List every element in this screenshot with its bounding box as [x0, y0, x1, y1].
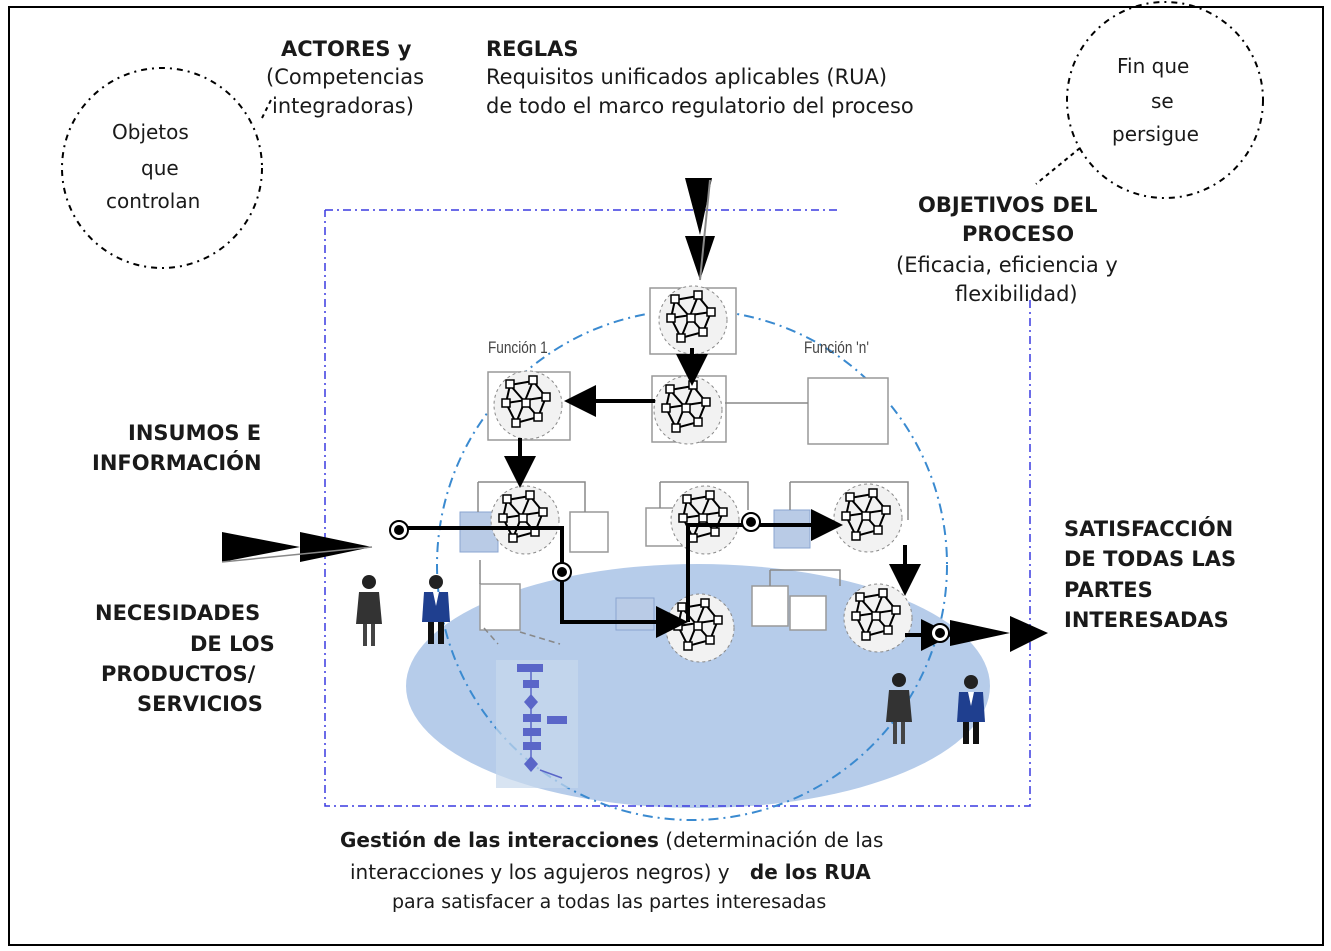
footer-line2: interacciones y los agujeros negros) y d… — [350, 860, 871, 885]
bubble-right-line1: Fin que — [1117, 54, 1190, 78]
bubble-right-outline — [1066, 1, 1264, 199]
diagram-frame — [8, 6, 1324, 946]
bubble-right-line3: persigue — [1112, 122, 1199, 146]
bubble-left-line1: Objetos — [112, 120, 189, 144]
satisfaccion-line4: INTERESADAS — [1064, 608, 1229, 632]
satisfaccion-line3: PARTES — [1064, 578, 1153, 602]
necesidades-line1: NECESIDADES — [95, 601, 261, 625]
objetivos-title1: OBJETIVOS DEL — [918, 193, 1098, 217]
footer-bold2: de los RUA — [749, 860, 871, 884]
objetivos-line1: (Eficacia, eficiencia y — [896, 253, 1118, 277]
actores-line1: (Competencias — [266, 65, 425, 89]
bubble-right-line2: se — [1151, 89, 1174, 113]
reglas-title: REGLAS — [486, 37, 579, 61]
objetivos-line2: flexibilidad) — [955, 282, 1078, 306]
process-circle — [436, 309, 948, 821]
process-boundary — [324, 209, 1031, 807]
satisfaccion-line2: DE TODAS LAS — [1064, 547, 1237, 571]
insumos-line2: INFORMACIÓN — [92, 451, 262, 475]
footer-line1: Gestión de las interacciones (determinac… — [340, 828, 883, 853]
flowchart-glyph — [496, 660, 578, 788]
necesidades-line3: PRODUCTOS/ — [101, 662, 256, 686]
reglas-line1: Requisitos unificados aplicables (RUA) — [486, 65, 888, 89]
insumos-line1: INSUMOS E — [128, 421, 262, 445]
objetivos-title2: PROCESO — [962, 222, 1075, 246]
bubble-left-outline — [61, 67, 263, 269]
footer-normal2: interacciones y los agujeros negros) y — [350, 860, 736, 884]
footer-line3: para satisfacer a todas las partes inter… — [392, 891, 827, 913]
reglas-line2: de todo el marco regulatorio del proceso — [486, 94, 914, 118]
bubble-left-line2: que — [141, 156, 179, 180]
footer-bold1: Gestión de las interacciones — [340, 828, 659, 852]
footer-normal1: (determinación de las — [658, 828, 884, 852]
funcion-1-label: Función 1 — [488, 338, 548, 357]
satisfaccion-line1: SATISFACCIÓN — [1064, 517, 1234, 541]
necesidades-line4: SERVICIOS — [137, 692, 263, 716]
funcion-n-label: Función 'n' — [804, 338, 869, 357]
actores-title: ACTORES y — [281, 37, 412, 61]
necesidades-line2: DE LOS — [190, 632, 275, 656]
actores-line2: integradoras) — [272, 94, 414, 118]
bubble-left-line3: controlan — [106, 189, 201, 213]
